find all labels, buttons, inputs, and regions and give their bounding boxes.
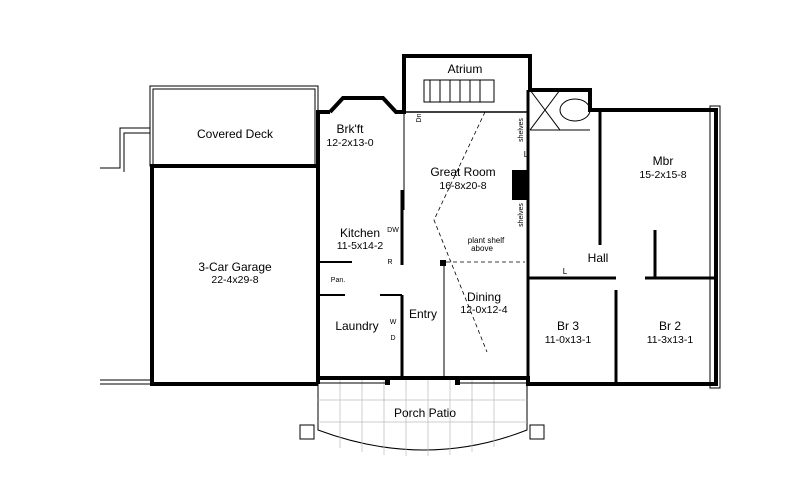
washer-label: W xyxy=(390,319,397,326)
br2-label: Br 2 xyxy=(659,319,681,333)
linen-label-bath: L xyxy=(524,150,529,159)
garage-label: 3-Car Garage xyxy=(198,260,272,274)
pantry-label: Pan. xyxy=(331,277,345,284)
pillar-left xyxy=(299,424,315,440)
covered-deck-label: Covered Deck xyxy=(197,127,274,141)
atrium-stairs xyxy=(423,79,495,103)
br3-label: Br 3 xyxy=(557,319,579,333)
kitchen-size: 11-5x14-2 xyxy=(337,240,384,252)
plant-shelf-note-1: plant shelf xyxy=(468,236,505,245)
mbr-size: 15-2x15-8 xyxy=(639,169,686,181)
brkft-label: Brk'ft xyxy=(337,122,365,136)
dishwasher-label: DW xyxy=(387,227,399,234)
dining-label: Dining xyxy=(467,290,501,304)
hall-label: Hall xyxy=(588,251,609,265)
interior-walls xyxy=(318,89,716,384)
garage-walls xyxy=(100,164,318,386)
linen-label-hall: L xyxy=(563,267,568,276)
atrium-label: Atrium xyxy=(448,62,483,76)
refrigerator-label: R xyxy=(387,259,392,266)
garage-size: 22-4x29-8 xyxy=(211,274,258,286)
dryer-label: D xyxy=(390,335,395,342)
kitchen-label: Kitchen xyxy=(340,226,380,240)
pillar-right xyxy=(529,424,545,440)
stair-down-label: Dn xyxy=(416,113,423,122)
porch-label: Porch Patio xyxy=(394,406,456,420)
plant-shelf-note-2: above xyxy=(471,244,493,253)
br2-size: 11-3x13-1 xyxy=(647,334,694,346)
mbr-label: Mbr xyxy=(653,154,674,168)
porch-patio-area xyxy=(299,378,545,456)
shelves-label-top: shelves xyxy=(518,118,525,142)
exterior-walls xyxy=(316,54,721,389)
laundry-label: Laundry xyxy=(335,319,378,333)
dining-size: 12-0x12-4 xyxy=(460,304,507,316)
great-room-size: 16-8x20-8 xyxy=(439,180,486,192)
brkft-size: 12-2x13-0 xyxy=(326,137,373,149)
entry-label: Entry xyxy=(409,307,437,321)
great-room-label: Great Room xyxy=(430,165,495,179)
br3-size: 11-0x13-1 xyxy=(545,334,592,346)
shelves-label-bottom: shelves xyxy=(518,203,525,227)
